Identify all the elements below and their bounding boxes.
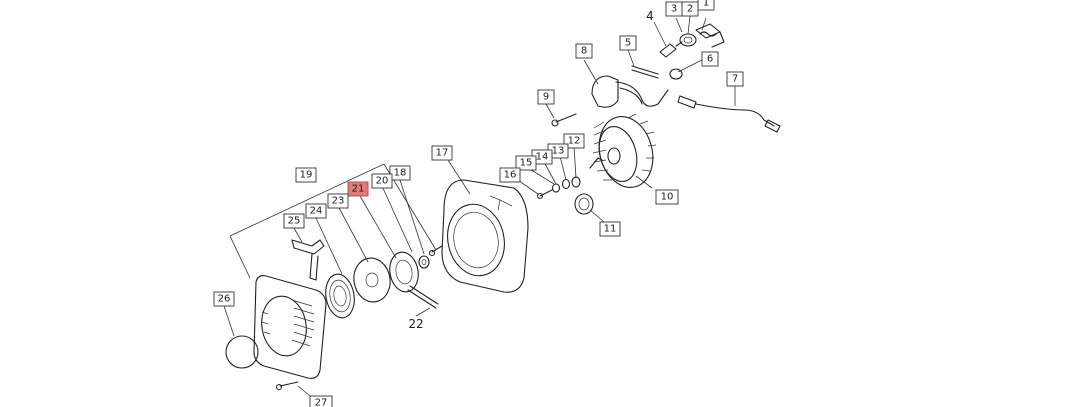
callout-25[interactable]: 25 [283, 213, 305, 229]
callout-12[interactable]: 12 [563, 133, 585, 149]
part-ignition-module [591, 75, 669, 108]
callout-20[interactable]: 20 [371, 173, 393, 189]
callout-18[interactable]: 18 [389, 165, 411, 181]
callout-label: 24 [310, 206, 323, 217]
part-flywheel [592, 113, 657, 188]
callout-label: 26 [218, 294, 231, 305]
callout-4[interactable]: 4 [646, 9, 654, 23]
part-screw-19 [428, 245, 443, 257]
callout-label: 15 [520, 158, 533, 169]
callout-label: 17 [436, 148, 449, 159]
part-spark-plug [659, 41, 683, 58]
callout-label: 3 [671, 4, 677, 15]
callout-3[interactable]: 3 [665, 1, 683, 17]
callout-label: 16 [504, 170, 517, 181]
callout-label: 5 [625, 38, 631, 49]
part-clutch-nut [574, 193, 594, 215]
part-spring [699, 31, 717, 37]
callout-11[interactable]: 11 [599, 221, 621, 237]
part-o-ring [225, 335, 259, 369]
part-rewind-spring [325, 273, 355, 319]
callout-label: 2 [687, 4, 693, 15]
callout-label: 12 [568, 136, 581, 147]
callout-21[interactable]: 21 [347, 181, 369, 197]
callout-7[interactable]: 7 [726, 71, 744, 87]
part-pulley-disc [353, 257, 391, 303]
part-wire-lead [677, 95, 781, 133]
callout-label: 20 [376, 176, 389, 187]
callout-label: 7 [732, 74, 738, 85]
callout-1[interactable]: 1 [697, 0, 715, 11]
callout-label: 25 [288, 216, 301, 227]
callout-label: 10 [661, 192, 674, 203]
part-gear [679, 33, 697, 47]
callout-23[interactable]: 23 [327, 193, 349, 209]
callout-15[interactable]: 15 [515, 155, 537, 171]
callout-6[interactable]: 6 [701, 51, 719, 67]
callout-label: 13 [552, 146, 565, 157]
leader-lines [223, 15, 736, 397]
part-nut [669, 68, 683, 80]
callout-9[interactable]: 9 [537, 89, 555, 105]
part-screw-9 [551, 113, 577, 127]
part-starter-handle [291, 239, 325, 281]
part-washer-20 [418, 255, 430, 269]
callout-label: 21 [352, 184, 365, 195]
callout-label: 8 [581, 46, 587, 57]
callout-label: 4 [646, 9, 654, 23]
callout-label: 6 [707, 54, 713, 65]
part-starter-cover [253, 275, 327, 379]
part-rope-rotor [389, 251, 439, 309]
assembly-bracket [229, 163, 437, 279]
callout-16[interactable]: 16 [499, 167, 521, 183]
callout-26[interactable]: 26 [213, 291, 235, 307]
callout-22[interactable]: 22 [408, 317, 423, 331]
part-pin [631, 65, 659, 79]
callout-2[interactable]: 2 [681, 1, 699, 17]
callout-label: 27 [315, 398, 328, 407]
callout-17[interactable]: 17 [431, 145, 453, 161]
callout-label: 22 [408, 317, 423, 331]
callout-label: 18 [394, 168, 407, 179]
callout-5[interactable]: 5 [619, 35, 637, 51]
callout-label: 19 [300, 170, 313, 181]
callout-label: 14 [536, 152, 549, 163]
callout-24[interactable]: 24 [305, 203, 327, 219]
part-fan-housing [441, 179, 529, 293]
part-screw-27 [275, 381, 299, 391]
callout-label: 23 [332, 196, 345, 207]
callout-27[interactable]: 27 [309, 395, 333, 407]
callout-10[interactable]: 10 [655, 189, 679, 205]
callout-label: 11 [604, 224, 617, 235]
callout-8[interactable]: 8 [575, 43, 593, 59]
callout-19[interactable]: 19 [295, 167, 317, 183]
part-cable-end [695, 23, 725, 48]
callout-label: 9 [543, 92, 549, 103]
callout-label: 1 [703, 0, 709, 9]
